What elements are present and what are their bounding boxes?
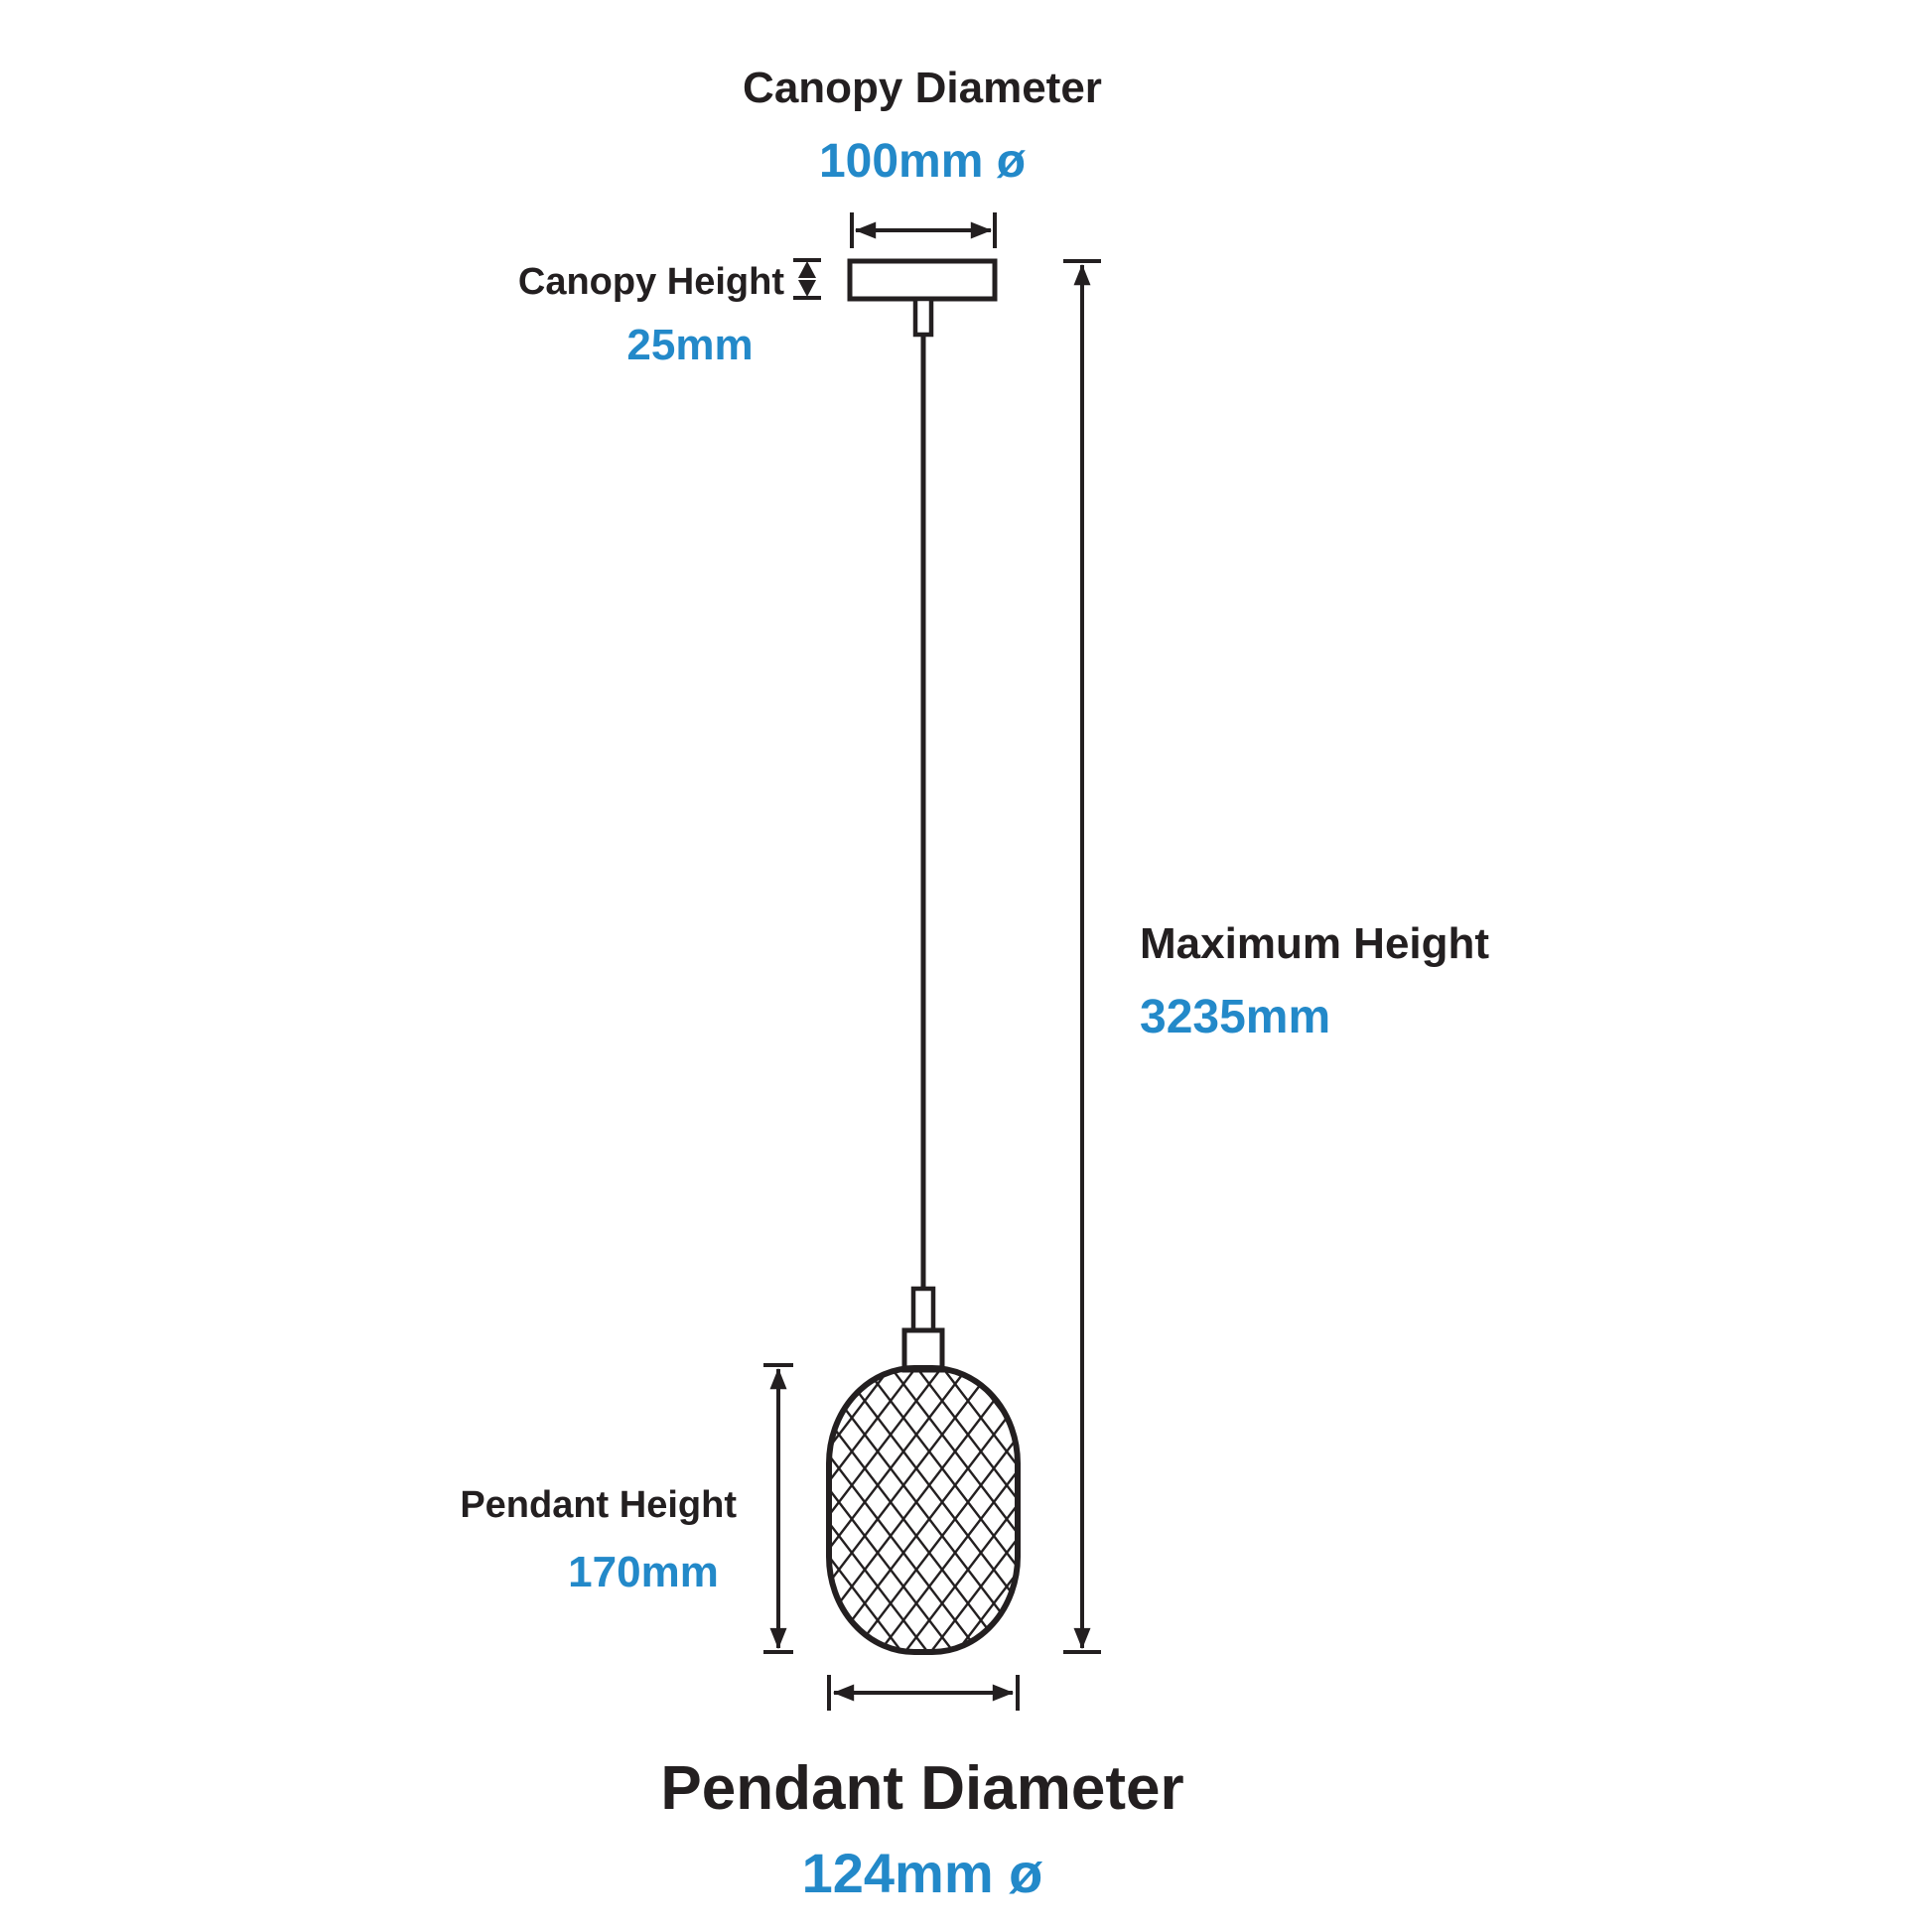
canopy-height-label: Canopy Height bbox=[518, 261, 784, 303]
maximum-height-label: Maximum Height bbox=[1140, 919, 1489, 968]
canopy-height-arrow-up bbox=[798, 261, 816, 278]
lamp-socket bbox=[901, 1327, 945, 1373]
pendant-height-value: 170mm bbox=[568, 1548, 719, 1596]
canopy-diameter-label: Canopy Diameter bbox=[743, 64, 1102, 112]
pendant-diameter-dimension: Pendant Diameter 124mm ø bbox=[660, 1675, 1184, 1904]
pendant-height-label: Pendant Height bbox=[460, 1484, 737, 1526]
pendant-fixture bbox=[826, 258, 1021, 1655]
pendant-height-dimension: Pendant Height 170mm bbox=[460, 1363, 793, 1654]
canopy-height-dimension: Canopy Height 25mm bbox=[518, 258, 821, 369]
canopy-height-arrow-down bbox=[798, 280, 816, 297]
canopy-diameter-value: 100mm ø bbox=[819, 135, 1027, 188]
maximum-height-dimension: Maximum Height 3235mm bbox=[1063, 259, 1489, 1654]
pendant-diameter-label: Pendant Diameter bbox=[660, 1754, 1183, 1823]
lamp-neck bbox=[910, 1286, 936, 1333]
maximum-height-value: 3235mm bbox=[1140, 991, 1330, 1043]
pendant-shade bbox=[826, 1365, 1021, 1655]
canopy bbox=[847, 258, 998, 302]
canopy-stem bbox=[912, 296, 934, 338]
canopy-height-value: 25mm bbox=[626, 321, 753, 369]
pendant-diameter-value: 124mm ø bbox=[802, 1842, 1043, 1904]
canopy-diameter-dimension: Canopy Diameter 100mm ø bbox=[743, 64, 1102, 248]
